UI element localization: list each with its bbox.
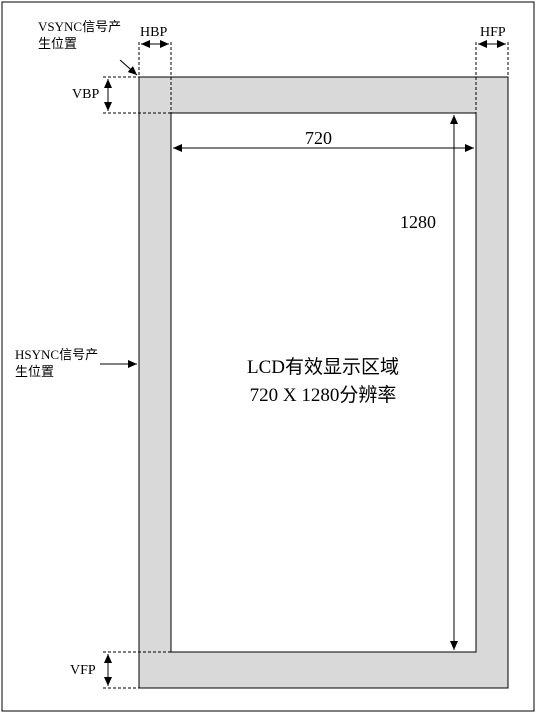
active-area-title: LCD有效显示区域 720 X 1280分辨率 xyxy=(203,354,443,410)
vsync-label-text: VSYNC信号产生位置 xyxy=(38,19,122,51)
hbp-label: HBP xyxy=(140,25,168,40)
vsync-pointer-arrow xyxy=(119,59,138,76)
active-area-title-line1: LCD有效显示区域 xyxy=(246,357,399,378)
hsync-label-text: HSYNC信号产生位置 xyxy=(15,347,99,379)
hfp-label: HFP xyxy=(480,25,506,40)
vsync-position-label: VSYNC信号产生位置 xyxy=(38,18,138,52)
vbp-label: VBP xyxy=(72,87,100,102)
active-display-area xyxy=(170,112,477,653)
width-value-label: 720 xyxy=(305,128,332,148)
height-value-label: 1280 xyxy=(400,212,436,232)
active-area-title-line2: 720 X 1280分辨率 xyxy=(249,385,397,406)
vfp-label: VFP xyxy=(70,663,96,678)
hsync-position-label: HSYNC信号产生位置 xyxy=(15,346,111,380)
guide-lines xyxy=(103,42,509,689)
